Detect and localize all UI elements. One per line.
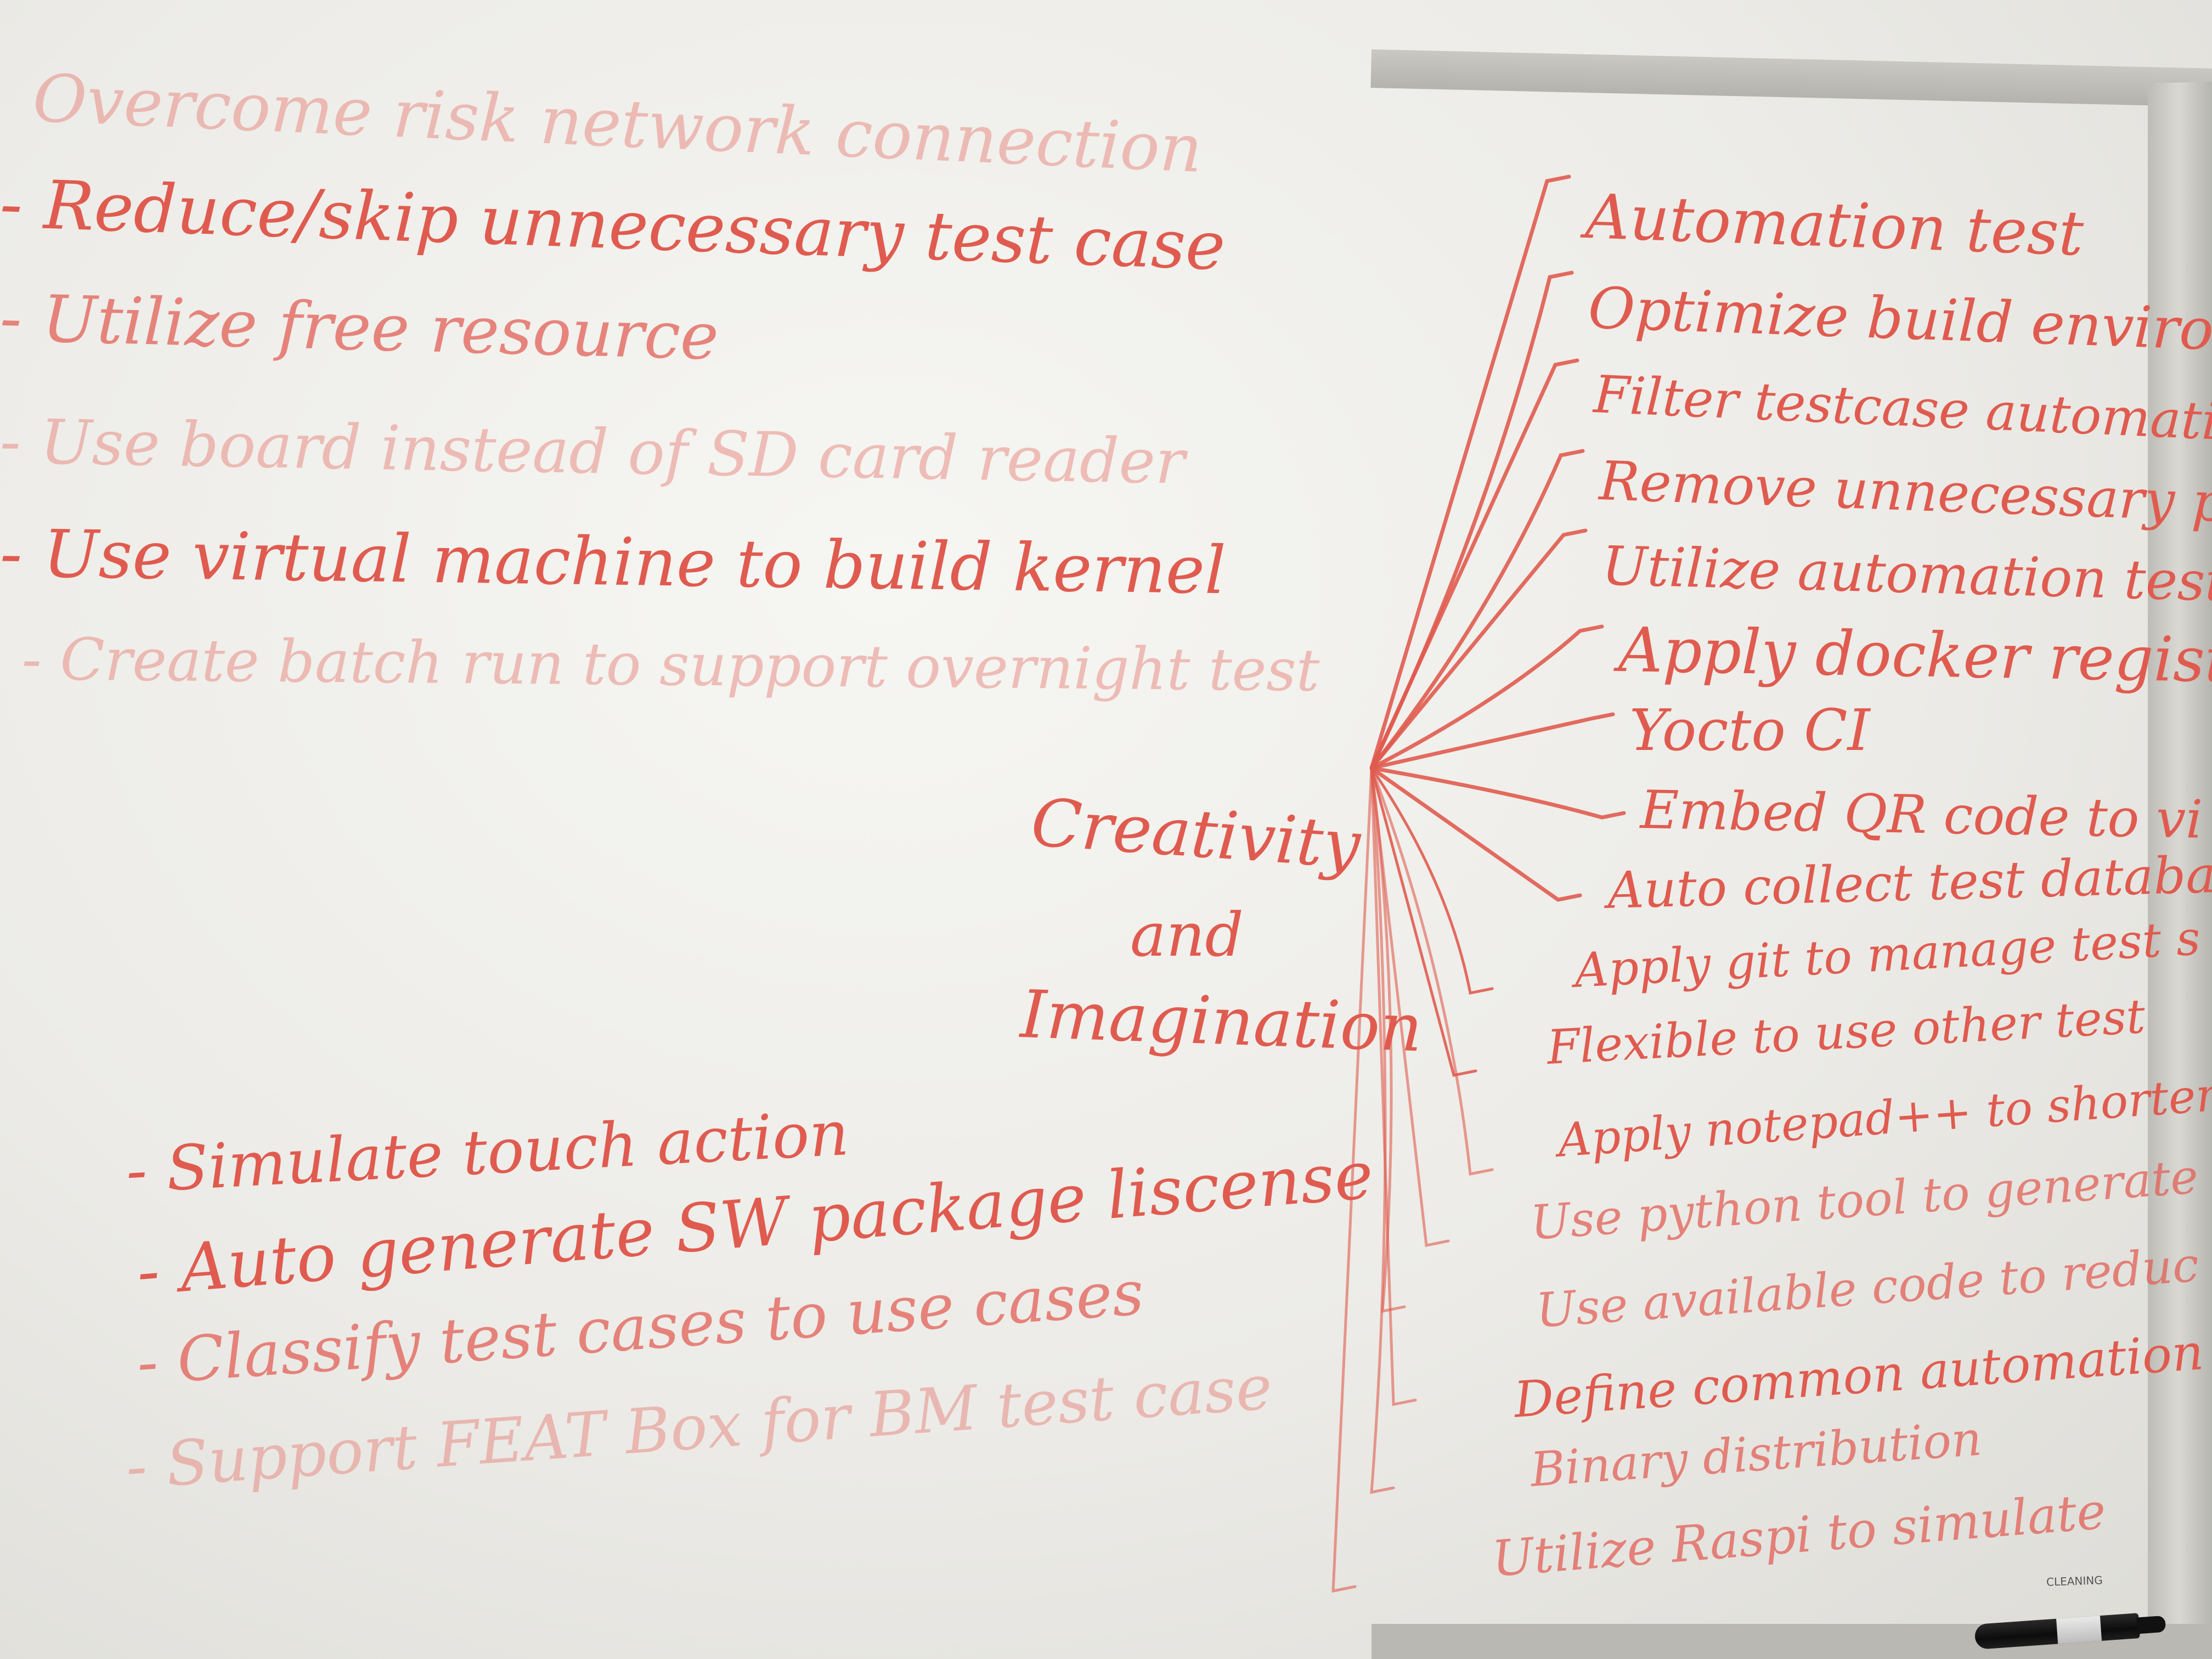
center-title-line2: and	[1130, 900, 1244, 970]
connector-line	[1370, 766, 1417, 1407]
note-batch-run: - Create batch run to support overnight …	[21, 625, 1320, 704]
connector-line	[1369, 624, 1604, 770]
connector-line	[1369, 270, 1574, 770]
connector-line	[1370, 766, 1395, 1494]
branch-apply-docker: Apply docker registr	[1617, 614, 2212, 697]
center-title-line3: Imagination	[1019, 977, 1424, 1067]
connector-line	[1370, 766, 1477, 1077]
connector-line	[1369, 174, 1571, 770]
connector-line	[1369, 358, 1579, 770]
marker-tip	[2136, 1615, 2166, 1634]
connector-line	[1369, 712, 1615, 770]
board-brand-label: CLEANING	[2046, 1573, 2103, 1589]
marker-band	[2056, 1616, 2102, 1644]
connector-line	[1370, 766, 1494, 1176]
branch-embed-qr: Embed QR code to vi	[1640, 779, 2203, 850]
branch-yocto-ci: Yocto CI	[1629, 697, 1870, 764]
connector-line	[1369, 449, 1585, 770]
connector-line	[1369, 766, 1626, 820]
connector-line	[1369, 528, 1588, 770]
connector-line	[1331, 766, 1373, 1593]
connector-line	[1369, 766, 1582, 902]
connector-line	[1370, 766, 1494, 995]
